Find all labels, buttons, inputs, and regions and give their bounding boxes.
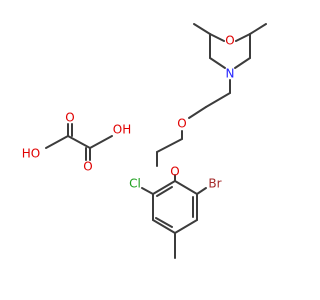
bond-ring-left-lower [209,57,226,69]
bond-ch2-o-ether [188,106,207,119]
bond-ar-4-inner [155,217,173,228]
chemical-structure-canvas: O N O O Cl Br O O HO OH [21,23,267,259]
bond-ar-6 [152,180,176,195]
bond-ar-cl [141,187,154,195]
bromine-label: Br [208,177,221,191]
oxygen-morpholine-label: O [225,34,234,48]
bond-ar-4 [152,219,176,234]
bond-ar-1 [174,180,198,195]
bond-ar-br [196,187,207,195]
bond-ar-6-inner [156,186,173,197]
oxalic-oh-label: OH [113,123,131,137]
bond-ch2-ch2 [205,92,231,108]
bond-ring-right-lower [234,57,251,69]
oxygen-ether-label: O [177,117,186,131]
bond-methyl-right [249,23,267,35]
bond-ch2-ch2-lower [156,138,183,153]
chlorine-label: Cl [129,177,141,191]
bond-ring-o-c-left [209,33,225,42]
bond-oxalic-right-oh [89,135,113,149]
nitrogen-morpholine-label: N [226,67,235,81]
oxalic-oxygen-bottom-label: O [83,160,92,174]
oxalic-oxygen-top-label: O [65,111,74,125]
chemical-structure-svg: O N O O Cl Br O O HO OH [22,23,267,259]
oxalic-ho-label: HO [22,147,40,161]
bond-oxalic-left-ho [45,135,69,149]
bond-methyl-left [193,23,211,35]
bond-oxalic-center [67,135,91,149]
bond-ring-o-c-right [235,33,251,42]
bond-ar-3 [174,219,198,234]
oxygen-aryl-label: O [170,165,179,179]
